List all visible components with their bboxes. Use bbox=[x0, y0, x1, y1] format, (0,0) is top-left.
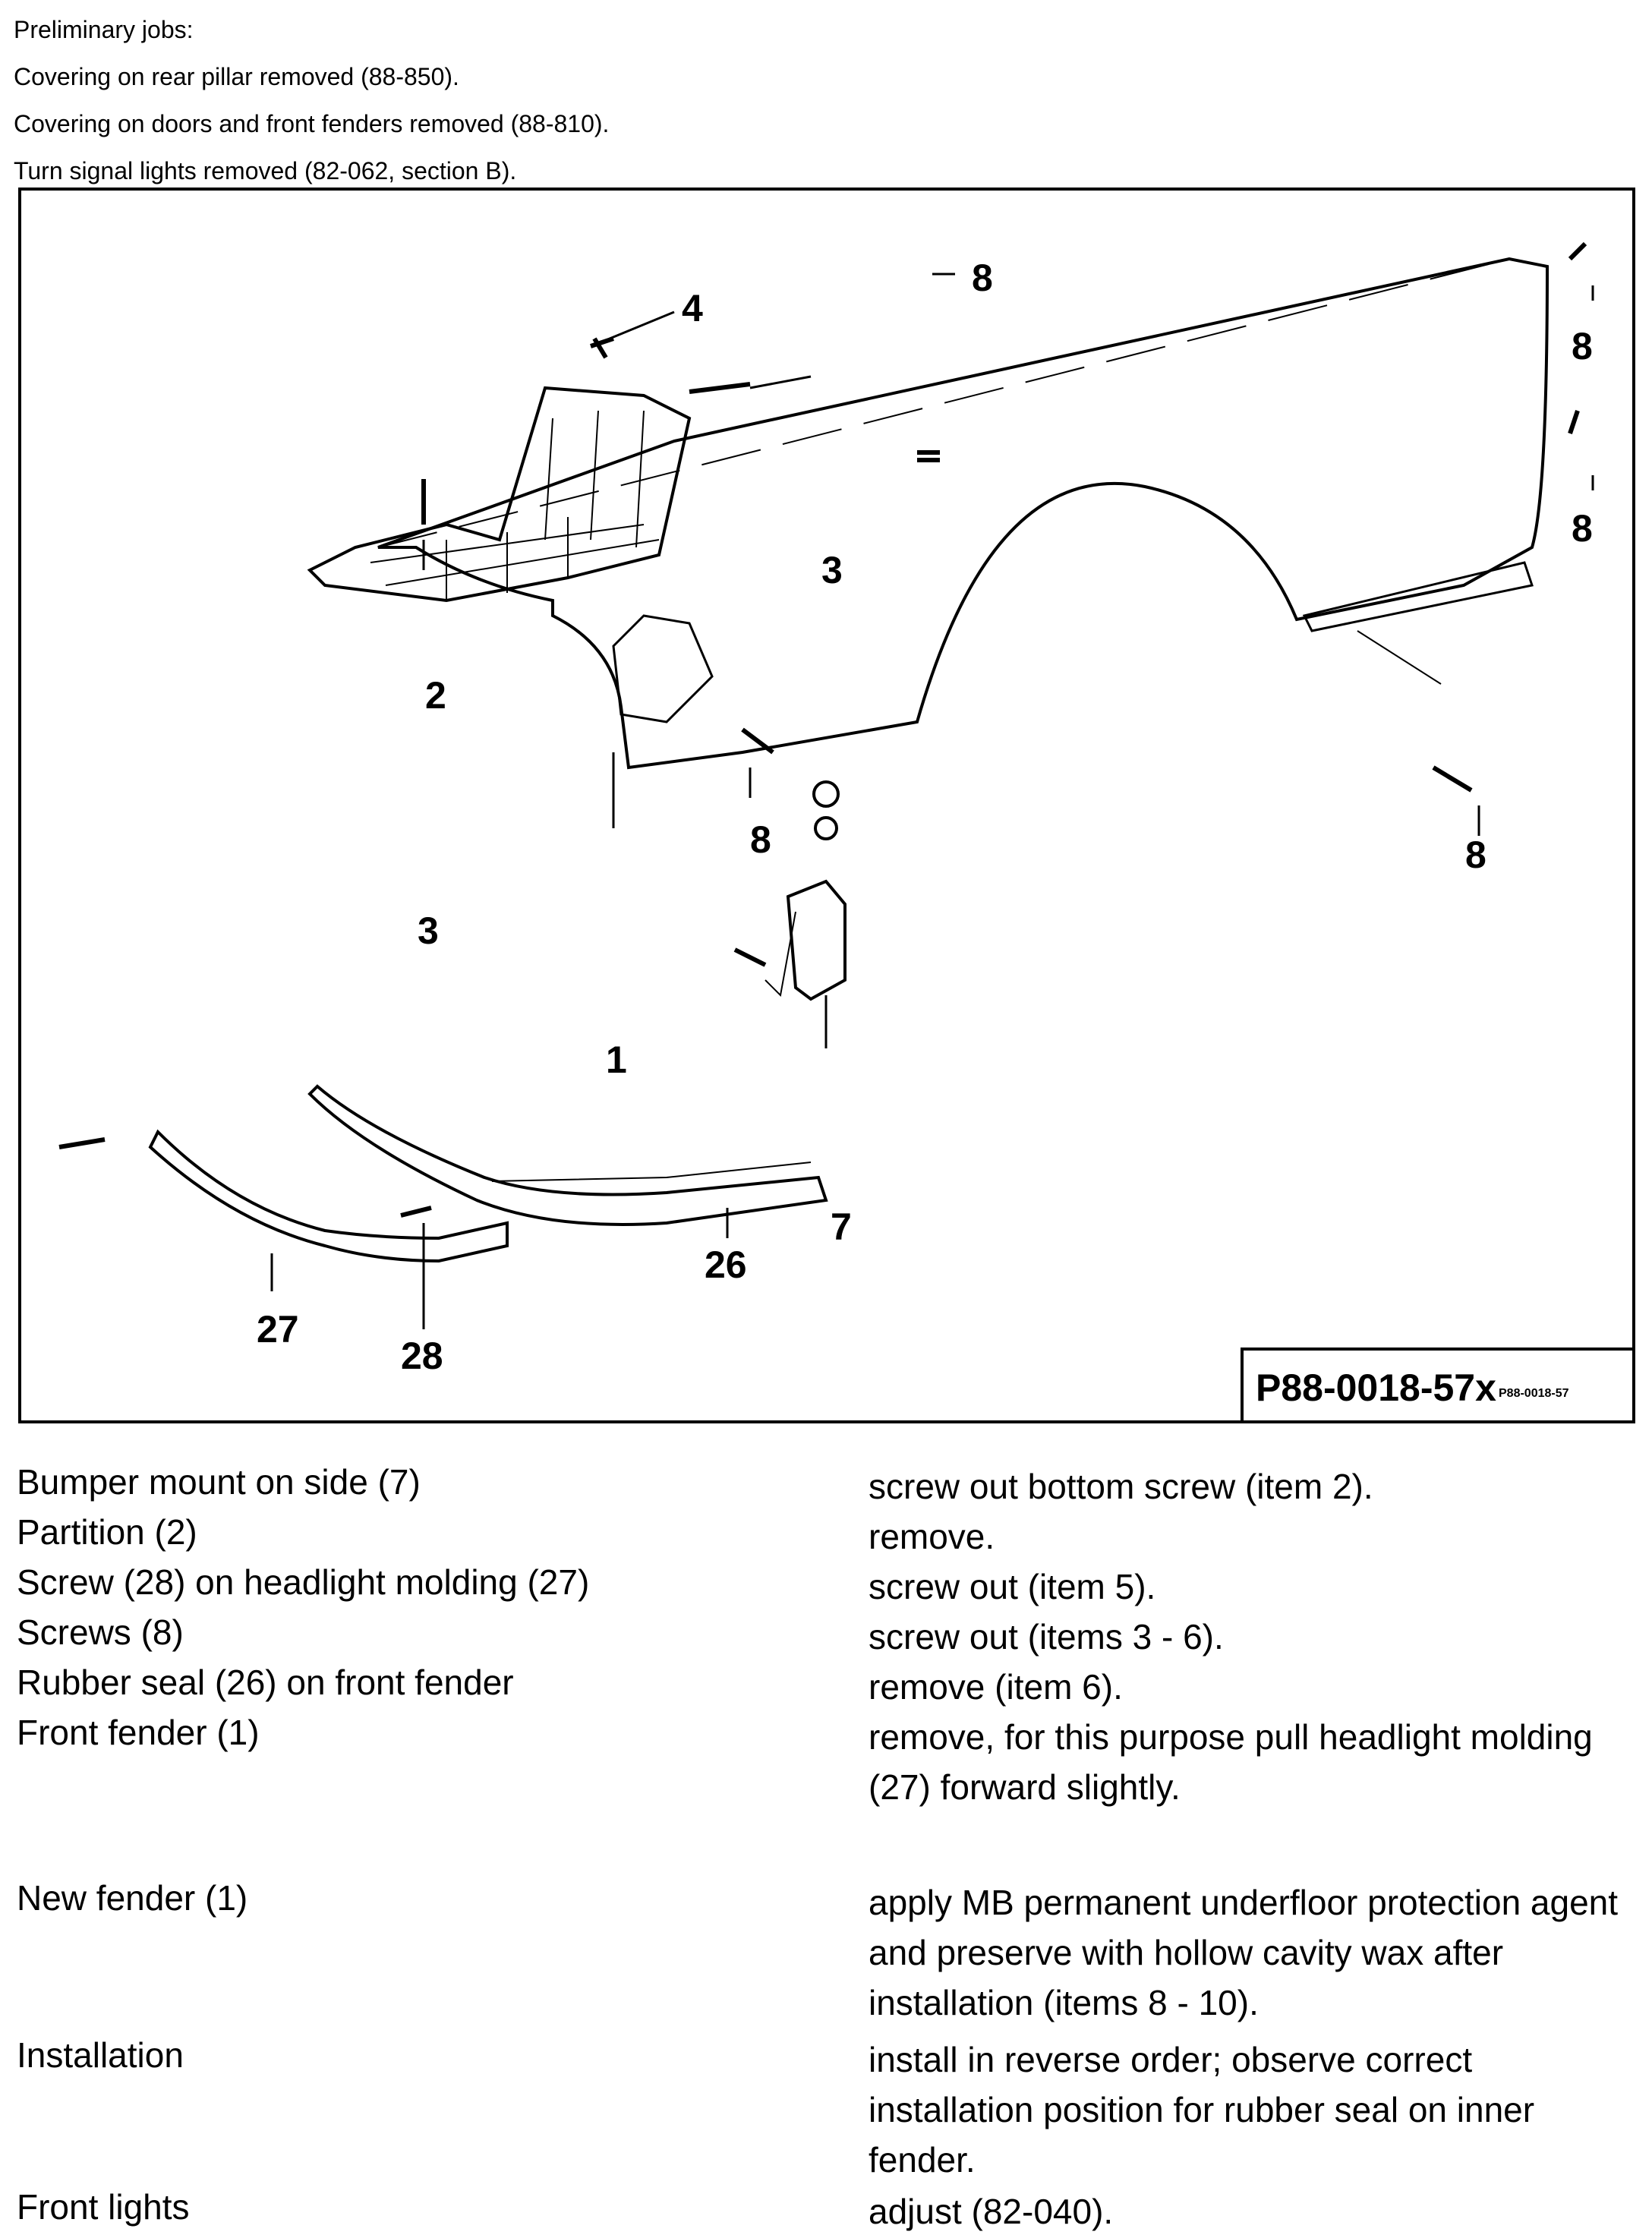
preliminary-jobs: Preliminary jobs: Covering on rear pilla… bbox=[14, 6, 609, 194]
figure-code-box: P88-0018-57x P88-0018-57 bbox=[1241, 1348, 1635, 1423]
step-label: Screw (28) on headlight molding (27) bbox=[17, 1562, 590, 1602]
step-action: install in reverse order; observe correc… bbox=[869, 2040, 1535, 2180]
rubber-seal-detail bbox=[491, 1162, 812, 1182]
partition-part bbox=[307, 386, 692, 603]
rubber-seal-part bbox=[307, 1084, 828, 1226]
step-action: remove, for this purpose pull headlight … bbox=[869, 1717, 1593, 1807]
screw-part bbox=[400, 1206, 432, 1218]
screw-part bbox=[1432, 765, 1473, 793]
callout-label: 26 bbox=[705, 1244, 747, 1286]
fender-crease bbox=[673, 258, 1510, 442]
fender-outline bbox=[377, 257, 1550, 770]
callout-label: 4 bbox=[682, 287, 703, 329]
leader-line bbox=[749, 375, 812, 389]
callout-label: 27 bbox=[257, 1308, 299, 1351]
fender-flange-tab bbox=[1357, 630, 1442, 685]
washer-part bbox=[814, 816, 838, 840]
step-label: Bumper mount on side (7) bbox=[17, 1462, 421, 1502]
step-label: Partition (2) bbox=[17, 1512, 197, 1552]
fender-lower-flange bbox=[1302, 561, 1534, 632]
preliminary-heading: Preliminary jobs: bbox=[14, 16, 194, 43]
step-action: screw out bottom screw (item 2). bbox=[869, 1467, 1373, 1506]
step-label: New fender (1) bbox=[17, 1878, 248, 1918]
bumper-mount-part bbox=[786, 879, 846, 1001]
screw-part bbox=[58, 1137, 106, 1149]
headlight-molding-part bbox=[148, 1129, 509, 1263]
step-action: adjust (82-040). bbox=[869, 2192, 1114, 2231]
bumper-mount-leader bbox=[765, 911, 796, 998]
screw-part bbox=[689, 382, 751, 394]
callout-label: 8 bbox=[1572, 325, 1593, 367]
step-label: Front lights bbox=[17, 2187, 190, 2227]
callout-label: 8 bbox=[750, 818, 771, 861]
preliminary-item: Covering on rear pillar removed (88-850)… bbox=[14, 63, 459, 90]
screw-part bbox=[1568, 241, 1587, 261]
callout-label: 3 bbox=[418, 909, 439, 952]
preliminary-item: Turn signal lights removed (82-062, sect… bbox=[14, 157, 517, 184]
figure-code: P88-0018-57x bbox=[1256, 1366, 1496, 1409]
step-label: Rubber seal (26) on front fender bbox=[17, 1663, 514, 1702]
step-action: screw out (item 5). bbox=[869, 1567, 1156, 1606]
leader-line bbox=[609, 310, 675, 340]
preliminary-item: Covering on doors and front fenders remo… bbox=[14, 110, 610, 137]
callout-label: 8 bbox=[972, 257, 993, 299]
screw-part bbox=[733, 947, 767, 967]
figure-code-small: P88-0018-57 bbox=[1499, 1387, 1569, 1400]
callout-label: 3 bbox=[821, 549, 843, 591]
step-action: screw out (items 3 - 6). bbox=[869, 1617, 1224, 1656]
fender-exploded-drawing bbox=[58, 241, 1594, 1329]
step-action: remove. bbox=[869, 1517, 995, 1556]
step-action: apply MB permanent underfloor protection… bbox=[869, 1883, 1619, 2022]
callout-label: 8 bbox=[1465, 834, 1486, 876]
exploded-diagram: 2 3 3 4 1 7 8 8 8 8 8 26 27 28 P88-0018-… bbox=[18, 188, 1635, 1423]
callout-label: 28 bbox=[401, 1335, 443, 1377]
callout-label: 7 bbox=[831, 1206, 852, 1248]
step-label: Front fender (1) bbox=[17, 1713, 260, 1752]
nut-part bbox=[812, 780, 840, 808]
step-action: remove (item 6). bbox=[869, 1667, 1123, 1707]
callout-label: 8 bbox=[1572, 507, 1593, 550]
screw-part bbox=[590, 336, 614, 359]
fender-headlight-recess bbox=[612, 614, 714, 723]
step-label: Installation bbox=[17, 2035, 184, 2075]
partition-grid bbox=[370, 410, 660, 600]
screw-part bbox=[741, 727, 774, 755]
screw-part bbox=[1568, 410, 1580, 434]
step-label: Screws (8) bbox=[17, 1612, 184, 1652]
callout-label: 2 bbox=[425, 674, 446, 717]
fender-edge bbox=[377, 258, 1510, 548]
callout-label: 1 bbox=[606, 1039, 627, 1081]
